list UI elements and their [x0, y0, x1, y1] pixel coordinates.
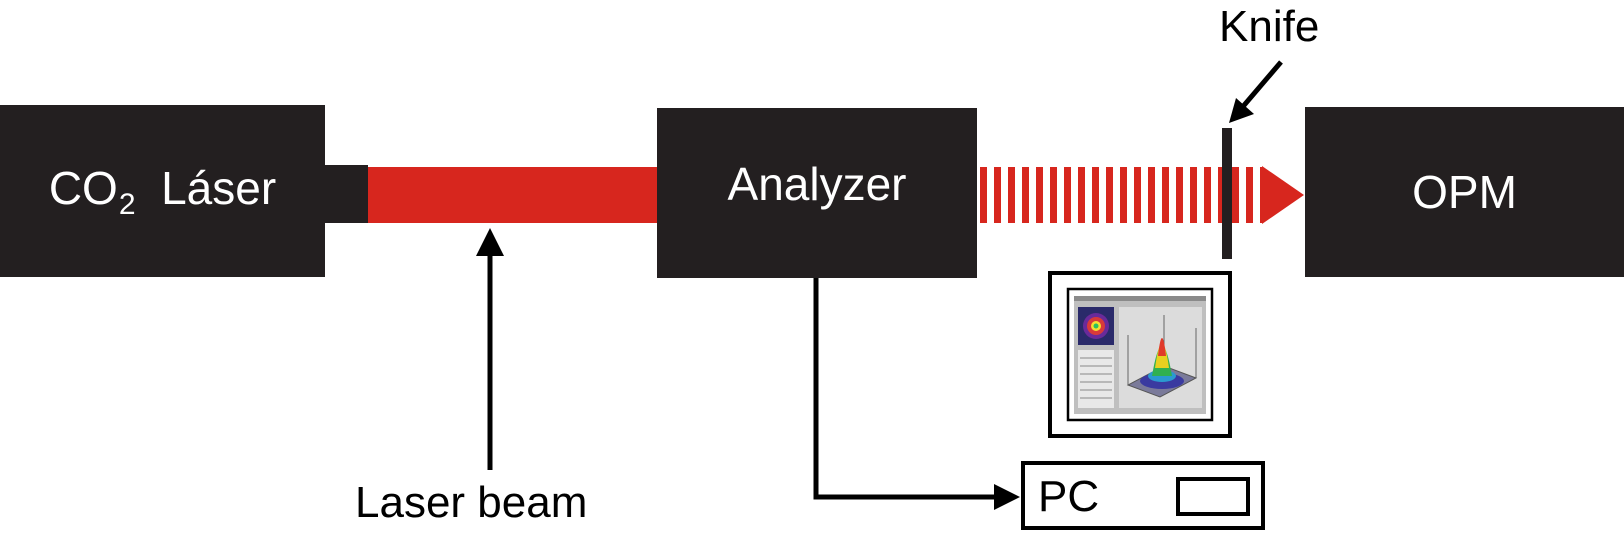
beam-dash-stripe [1064, 167, 1071, 223]
beam-dash-stripe [1218, 167, 1225, 223]
knife-pointer-line [1238, 60, 1283, 112]
beam-dash-stripe [1120, 167, 1127, 223]
beam-dash-stripe [1232, 167, 1239, 223]
laser-beam-pointer-arrowhead [476, 228, 504, 256]
beam-dash-stripe [980, 167, 987, 223]
beam-dash-stripe [1134, 167, 1141, 223]
laser-beam-label: Laser beam [355, 478, 588, 527]
laser-beam-continuous [368, 167, 658, 223]
analyzer-label: Analyzer [727, 158, 907, 210]
knife-label: Knife [1219, 2, 1320, 51]
laser-nozzle [325, 165, 368, 223]
beam-dash-stripe [1190, 167, 1197, 223]
analyzer-box: Analyzer [657, 108, 977, 278]
beam-dash-stripe [1078, 167, 1085, 223]
beam-dash-stripe [1022, 167, 1029, 223]
laser-label-subscript: 2 [118, 187, 136, 221]
beam-dash-stripe [1050, 167, 1057, 223]
beam-dash-stripe [1246, 167, 1253, 223]
knife-pointer-arrowhead [1229, 98, 1254, 123]
beam-dash-stripe [1106, 167, 1113, 223]
beam-dash-stripe [1036, 167, 1043, 223]
laser-label-co: CO [48, 161, 118, 214]
beam-arrowhead [1262, 166, 1304, 224]
opm-label: OPM [1412, 166, 1517, 218]
opm-box: OPM [1305, 107, 1624, 277]
beam-dash-stripe [1008, 167, 1015, 223]
beam-dash-stripe [1092, 167, 1099, 223]
laser-label: CO2 Láser [49, 161, 276, 222]
co2-laser-box: CO2 Láser [0, 105, 325, 277]
beam-dash-stripe [994, 167, 1001, 223]
analyzer-pc-arrowhead [994, 484, 1020, 510]
knife-blade [1222, 128, 1232, 259]
pc-label: PC [1038, 472, 1100, 521]
beam-dash-stripe [1204, 167, 1211, 223]
beam-dash-stripe [1148, 167, 1155, 223]
laser-beam-dashed [980, 167, 1262, 223]
analyzer-pc-cable [813, 278, 1000, 500]
beam-dash-stripe [1260, 167, 1262, 223]
beam-dash-stripe [1162, 167, 1169, 223]
pc-drive-slot-icon [1176, 477, 1250, 516]
beam-profile-monitor-icon [1048, 271, 1232, 438]
beam-dash-stripe [1176, 167, 1183, 223]
laser-label-word: Láser [161, 161, 277, 214]
